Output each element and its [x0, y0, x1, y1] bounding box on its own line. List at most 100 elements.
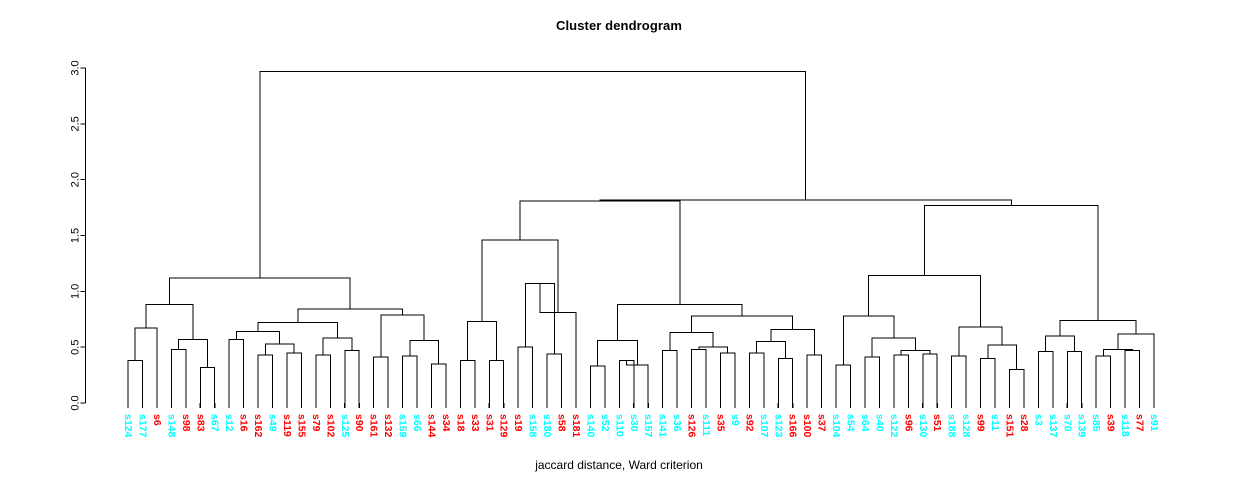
leaf-label: s19	[512, 414, 524, 432]
dendrogram-branch	[893, 354, 909, 403]
y-tick-label: 0.5	[70, 340, 82, 355]
leaf-label: s161	[368, 414, 380, 438]
leaf-label: s137	[1047, 414, 1059, 438]
leaf-label: s110	[613, 414, 625, 437]
leaf-label: s3	[1032, 414, 1044, 426]
leaf-label: s158	[527, 414, 539, 438]
page-title: Cluster dendrogram	[555, 18, 683, 33]
leaf-label: s151	[1003, 414, 1015, 438]
leaf-label: s141	[657, 414, 669, 438]
dendrogram-branch	[719, 352, 736, 403]
leaf-label: s130	[917, 414, 929, 438]
dendrogram-branch	[259, 70, 807, 278]
leaf-label: s18	[454, 414, 466, 432]
dendrogram-branch	[1059, 319, 1137, 336]
dendrogram-branch	[344, 350, 360, 403]
dendrogram-branch	[373, 356, 389, 403]
leaf-label: s92	[743, 414, 755, 432]
dendrogram-branch	[924, 204, 1099, 321]
leaf-label: s90	[353, 414, 365, 432]
leaf-label: s125	[339, 414, 351, 438]
dendrogram-branch	[170, 348, 187, 403]
leaf-label: s99	[975, 414, 987, 432]
dendrogram-branch	[409, 339, 440, 364]
dendrogram-branch	[459, 360, 476, 403]
leaf-label: s96	[902, 414, 914, 432]
leaf-label: s148	[165, 414, 177, 438]
leaf-label: s58	[556, 414, 568, 432]
dendrogram-branch	[618, 360, 635, 403]
leaf-label: s166	[787, 414, 799, 438]
dendrogram-branch	[488, 360, 505, 403]
dendrogram-branch	[519, 200, 681, 305]
dendrogram-branch	[127, 360, 143, 403]
leaf-label: s132	[382, 414, 394, 438]
leaf-label: s12	[223, 414, 235, 432]
leaf-label: s181	[570, 414, 582, 438]
leaf-label: s30	[628, 414, 640, 432]
leaf-label: s64	[859, 414, 871, 432]
leaf-label: s118	[1119, 414, 1131, 437]
dendrogram-branch	[748, 352, 765, 403]
dendrogram-branch	[1124, 350, 1140, 403]
leaf-label: s98	[180, 414, 192, 432]
leaf-label: s51	[931, 414, 943, 432]
dendrogram-branch	[380, 314, 425, 358]
leaf-label: s16	[238, 414, 250, 432]
dendrogram-branch	[806, 354, 823, 403]
leaf-label: s126	[686, 414, 698, 438]
leaf-label: s139	[1076, 414, 1088, 438]
dendrogram-branch	[756, 341, 786, 359]
leaf-label: s54	[845, 414, 857, 432]
leaf-label: s66	[411, 414, 423, 432]
dendrogram-branch	[669, 332, 714, 351]
leaf-label: s122	[888, 414, 900, 438]
leaf-label: s40	[873, 414, 885, 432]
dendrogram-branch	[777, 357, 794, 403]
dendrogram-branch	[264, 343, 295, 355]
leaf-label: s11	[989, 414, 1001, 431]
leaf-label: s155	[295, 414, 307, 438]
leaf-label: s140	[584, 414, 596, 438]
dendrogram-branch	[1117, 333, 1155, 403]
dendrogram-branch	[597, 339, 638, 367]
y-tick-label: 2.5	[70, 116, 82, 131]
dendrogram-branch	[481, 239, 559, 322]
dendrogram-branch	[315, 354, 331, 403]
leaf-label: s100	[801, 414, 813, 438]
y-tick-label: 1.5	[70, 228, 82, 243]
leaf-label: s52	[599, 414, 611, 432]
leaf-label: s39	[1105, 414, 1117, 432]
leaf-label: s36	[671, 414, 683, 432]
y-tick-label: 1.0	[70, 284, 82, 299]
dendrogram-branch	[1037, 351, 1054, 403]
leaf-label: s77	[1134, 414, 1146, 432]
dendrogram-branch	[297, 308, 404, 323]
dendrogram-branch	[402, 355, 418, 403]
dendrogram-branch	[178, 338, 208, 368]
dendrogram-branch	[134, 327, 158, 403]
leaf-label: s162	[252, 414, 264, 438]
leaf-label: s34	[440, 414, 452, 432]
leaf-label: s33	[469, 414, 481, 432]
dendrogram-branch	[322, 337, 353, 355]
dendrogram-branch	[430, 363, 447, 403]
leaf-label: s67	[209, 414, 221, 432]
dendrogram-branch	[864, 356, 880, 403]
dendrogram-branch	[1095, 355, 1112, 403]
dendrogram-branch	[546, 353, 562, 403]
dendrogram-branch	[145, 304, 194, 340]
dendrogram-branch	[662, 350, 678, 403]
dendrogram-branch	[235, 331, 281, 344]
leaf-label: s79	[310, 414, 322, 432]
leaf-label: s70	[1061, 414, 1073, 432]
dendrogram-branch	[698, 346, 729, 353]
x-axis-label: jaccard distance, Ward criterion	[535, 458, 703, 472]
y-tick-label: 0.0	[70, 395, 82, 410]
leaf-label: s104	[830, 414, 842, 438]
leaf-label: s49	[267, 414, 279, 432]
dendrogram-branch	[228, 338, 245, 403]
